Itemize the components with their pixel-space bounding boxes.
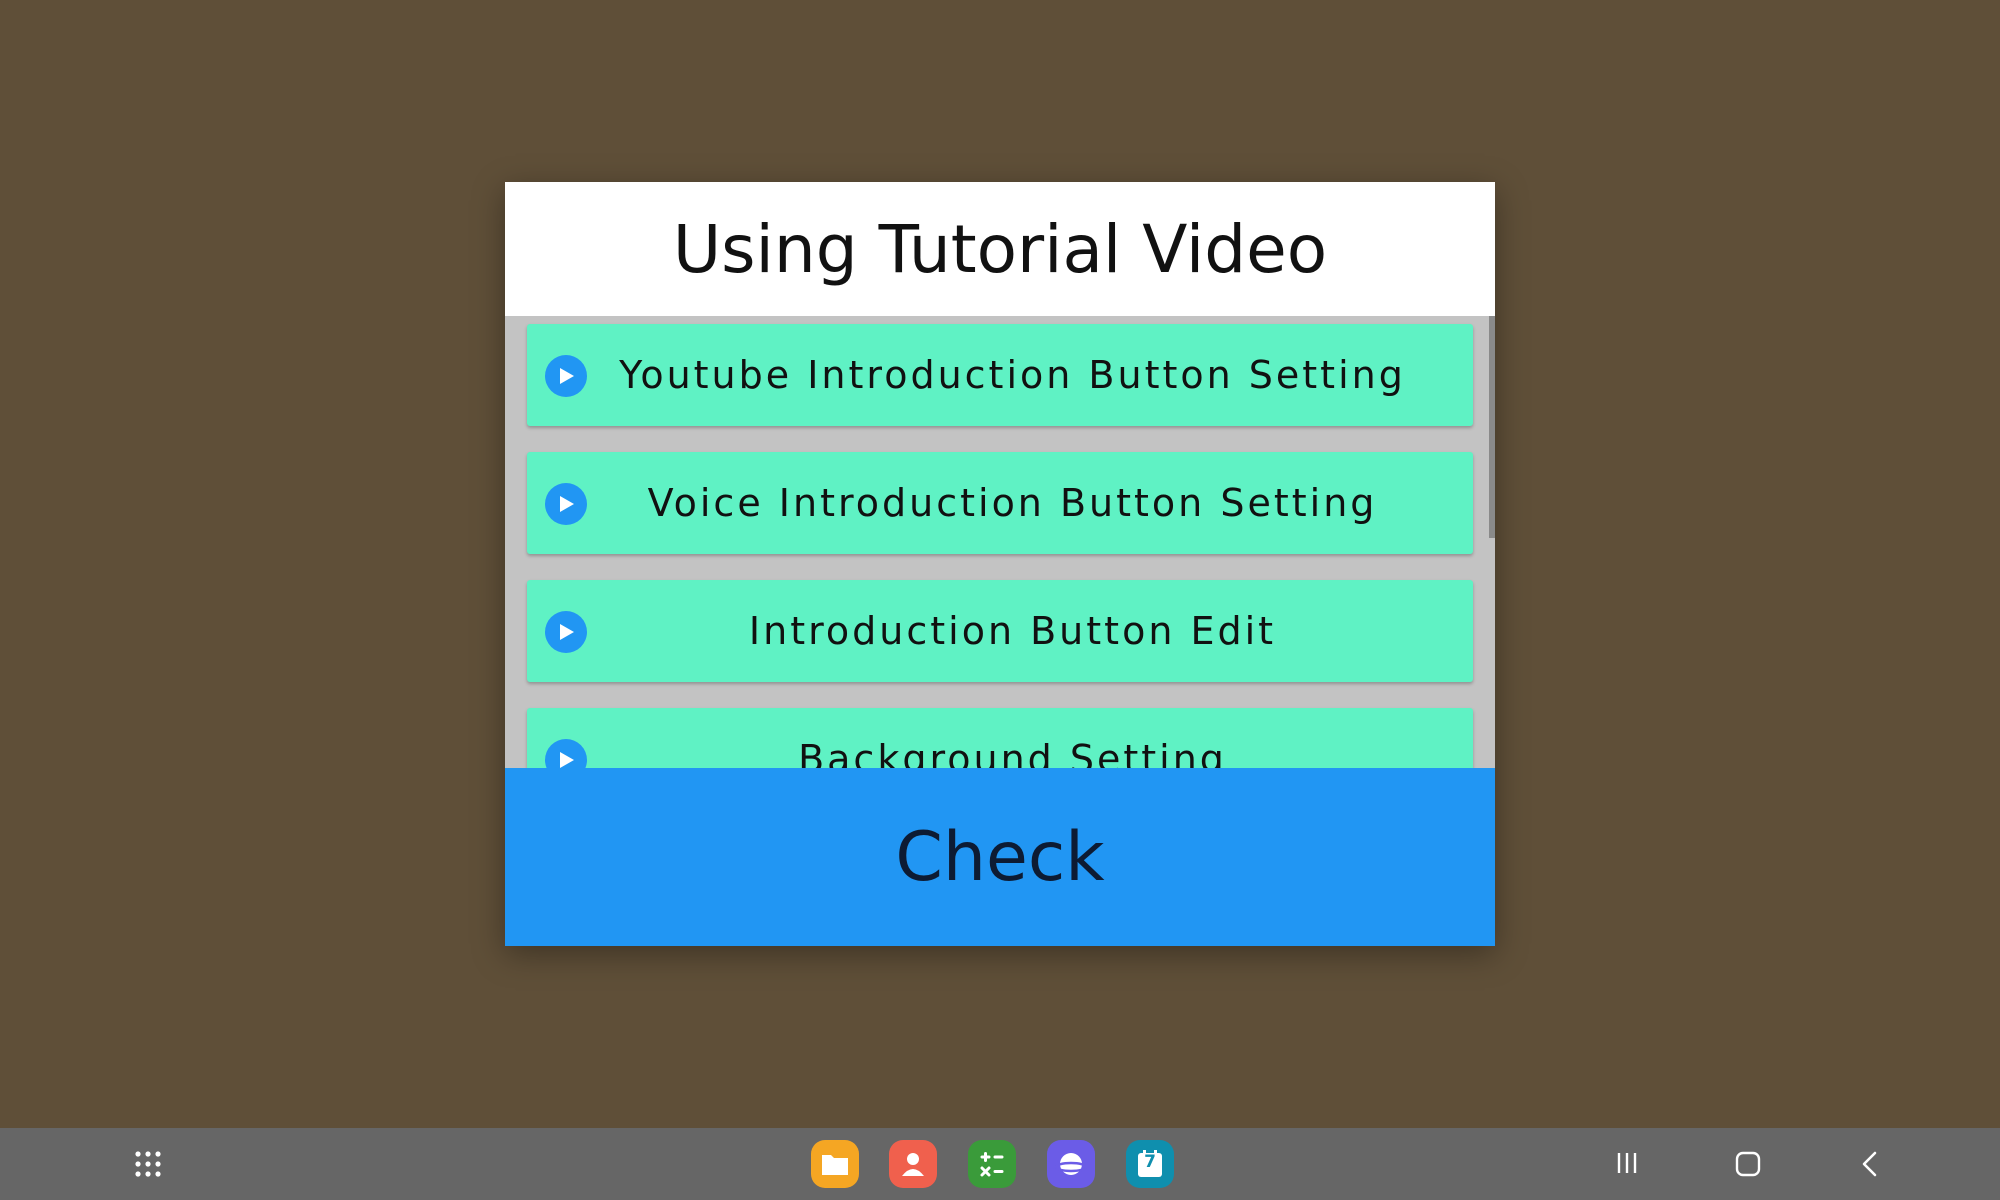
taskbar: 7 bbox=[0, 1128, 2000, 1200]
play-icon[interactable] bbox=[545, 483, 587, 525]
tutorial-item-youtube-intro[interactable]: Youtube Introduction Button Setting bbox=[527, 324, 1473, 426]
play-icon[interactable] bbox=[545, 355, 587, 397]
tutorial-item-label: Introduction Button Edit bbox=[748, 609, 1277, 653]
home-icon[interactable] bbox=[1734, 1150, 1762, 1178]
folder-icon[interactable] bbox=[811, 1140, 859, 1188]
tutorial-item-label: Background Setting bbox=[798, 737, 1227, 768]
dialog-title: Using Tutorial Video bbox=[672, 210, 1328, 288]
calculator-icon[interactable] bbox=[968, 1140, 1016, 1188]
tutorial-item-intro-edit[interactable]: Introduction Button Edit bbox=[527, 580, 1473, 682]
tutorial-list[interactable]: Youtube Introduction Button Setting Voic… bbox=[505, 316, 1495, 768]
back-icon[interactable] bbox=[1858, 1150, 1882, 1178]
globe-icon[interactable] bbox=[1047, 1140, 1095, 1188]
calendar-icon[interactable]: 7 bbox=[1126, 1140, 1174, 1188]
recent-apps-icon[interactable] bbox=[1614, 1150, 1640, 1176]
check-button[interactable]: Check bbox=[505, 768, 1495, 946]
tutorial-item-background[interactable]: Background Setting bbox=[527, 708, 1473, 768]
list-scrollbar[interactable] bbox=[1489, 316, 1495, 538]
play-icon[interactable] bbox=[545, 739, 587, 768]
tutorial-item-voice-intro[interactable]: Voice Introduction Button Setting bbox=[527, 452, 1473, 554]
calendar-badge: 7 bbox=[1144, 1152, 1156, 1172]
person-icon[interactable] bbox=[889, 1140, 937, 1188]
app-drawer-icon[interactable] bbox=[134, 1150, 162, 1178]
tutorial-video-dialog: Using Tutorial Video Youtube Introductio… bbox=[505, 182, 1495, 946]
play-icon[interactable] bbox=[545, 611, 587, 653]
tutorial-item-label: Voice Introduction Button Setting bbox=[647, 481, 1378, 525]
tutorial-item-label: Youtube Introduction Button Setting bbox=[619, 353, 1406, 397]
